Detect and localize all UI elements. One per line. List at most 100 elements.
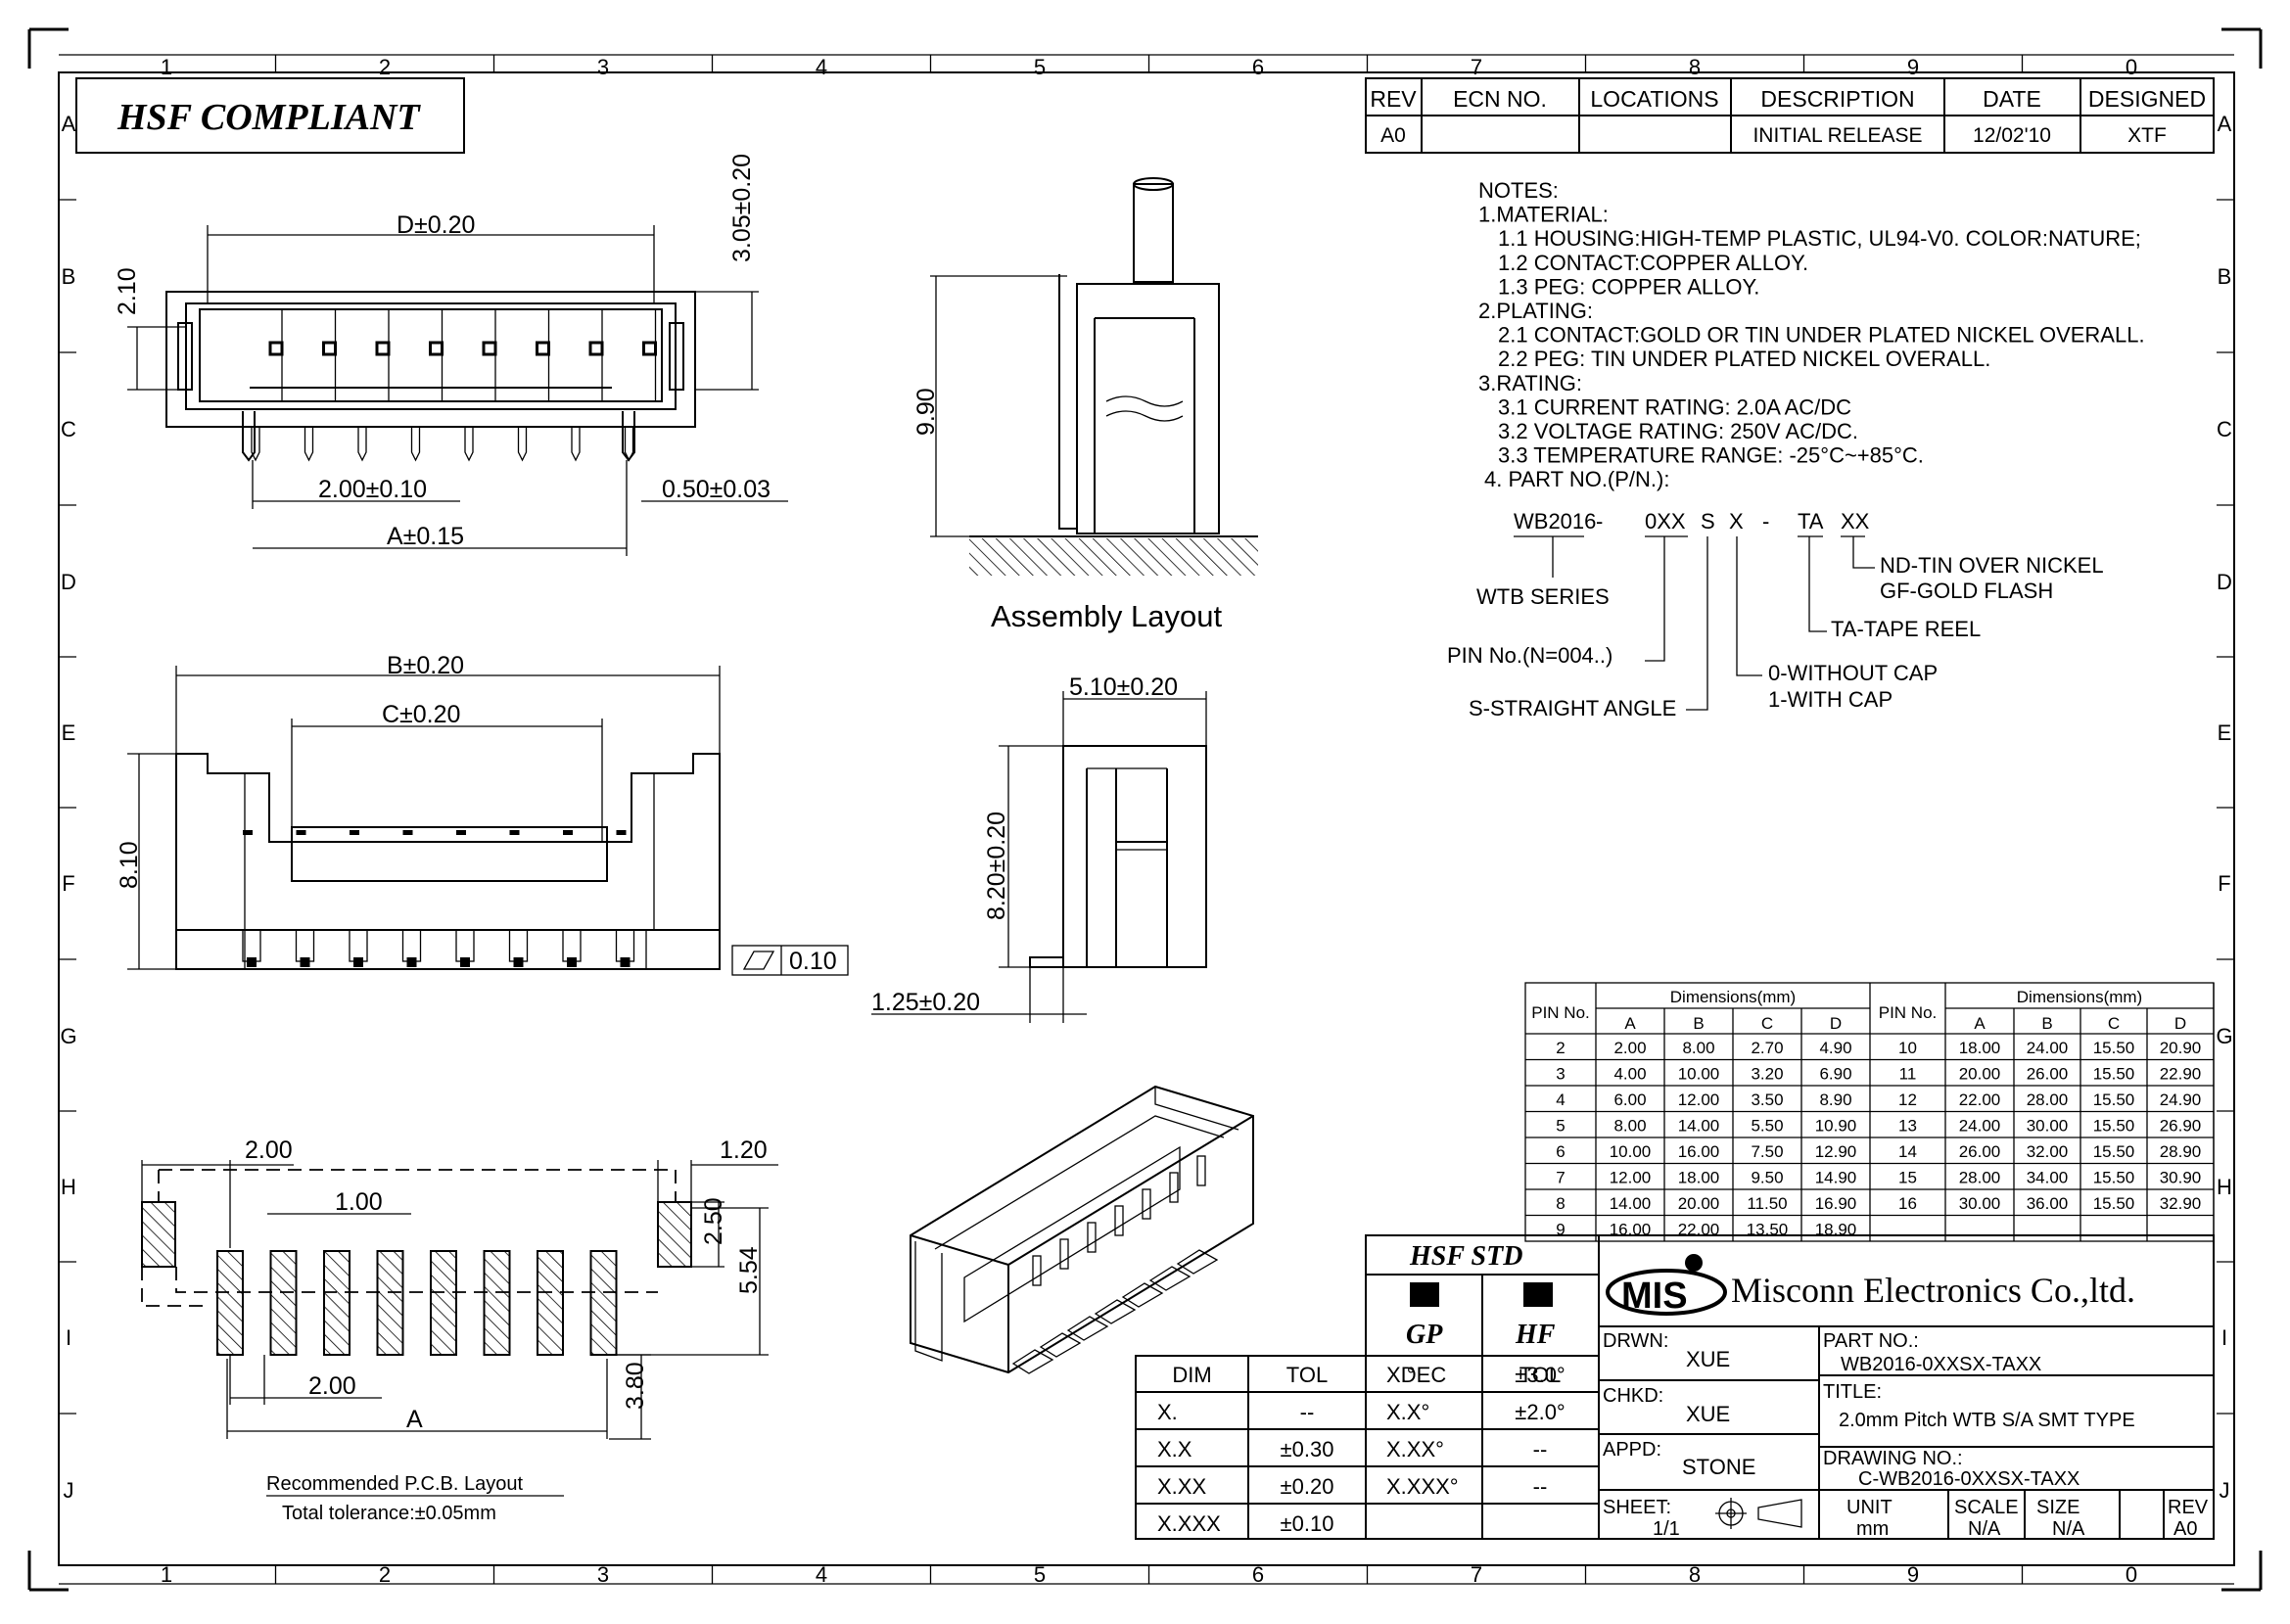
dim-table-pin-header: PIN No.: [1879, 1003, 1938, 1022]
rev-cell: XTF: [2127, 124, 2167, 147]
assembly-layout: 9.90 Assembly Layout: [912, 177, 1258, 633]
dim-table-cell: 22.00: [1678, 1221, 1720, 1239]
pcb-pad: [376, 1250, 404, 1356]
drawing-no-label: DRAWING NO.:: [1823, 1448, 1963, 1469]
dim-side-width: 5.10±0.20: [1069, 673, 1178, 701]
pin-leg: [464, 427, 474, 462]
column-label-bottom: 1: [161, 1562, 172, 1587]
note-line: 2.2 PEG: TIN UNDER PLATED NICKEL OVERALL…: [1498, 347, 1990, 371]
dim-table-cell: 10.90: [1815, 1117, 1857, 1136]
iso-smt-lead: [1039, 1332, 1082, 1358]
tol-dim-cell: X.XXX: [1157, 1511, 1221, 1536]
rev-header: ECN NO.: [1453, 86, 1547, 112]
hsf-dec-cell: X.°: [1386, 1363, 1416, 1387]
scale-label: SCALE: [1954, 1497, 2019, 1518]
front-contact-tip: [350, 830, 359, 835]
column-label-bottom: 6: [1252, 1562, 1264, 1587]
assembly-label: Assembly Layout: [991, 599, 1222, 633]
dim-table-col-header: A: [1974, 1014, 1986, 1033]
column-label-top: 6: [1252, 55, 1264, 79]
iso-smt-lead: [1176, 1249, 1219, 1275]
dim-210: 2.10: [114, 267, 141, 315]
dim-table-cell: 34.00: [2027, 1169, 2069, 1187]
dim-table-cell: 18.00: [1959, 1039, 2001, 1057]
pcb-pad: [216, 1250, 244, 1356]
dim-table-cell: 7: [1556, 1169, 1565, 1187]
dim-table-cell: 5.50: [1751, 1117, 1783, 1136]
pin-leg: [517, 427, 528, 462]
dim-table-cell: 15.50: [2093, 1194, 2135, 1213]
dim-table-cell: 4: [1556, 1090, 1565, 1109]
hsf-dec-cell: X.X°: [1386, 1400, 1429, 1424]
dim-table-cell: 14: [1898, 1142, 1917, 1161]
dim-table-cell: 6.90: [1819, 1065, 1851, 1084]
pin-leg: [251, 427, 260, 462]
note-line: 1.2 CONTACT:COPPER ALLOY.: [1498, 251, 1808, 275]
dim-table-cell: 4.00: [1613, 1065, 1646, 1084]
dim-table-cell: 28.00: [1959, 1169, 2001, 1187]
dim-table-cell: 8.00: [1682, 1039, 1714, 1057]
iso-smt-lead: [1066, 1316, 1109, 1341]
note-line: 1.MATERIAL:: [1478, 203, 1609, 227]
front-contact: [401, 929, 422, 962]
pcb-dim-200b: 2.00: [308, 1372, 356, 1400]
dim-table-group-header: Dimensions(mm): [2017, 988, 2142, 1006]
front-contact-foot: [353, 957, 363, 967]
dim-table-group-header: Dimensions(mm): [1670, 988, 1796, 1006]
part-no-label: PART NO.:: [1823, 1330, 1919, 1352]
dim-table-cell: 11: [1899, 1065, 1917, 1084]
hsf-tol-cell: ±2.0°: [1515, 1400, 1565, 1424]
column-label-top: 1: [161, 55, 172, 79]
row-label-right: H: [2217, 1175, 2232, 1199]
front-contact-foot: [620, 957, 631, 967]
dim-table-cell: 26.00: [2027, 1065, 2069, 1084]
dim-table-col-header: D: [2174, 1014, 2186, 1033]
dim-table-cell: 20.00: [1678, 1194, 1720, 1213]
column-label-top: 8: [1689, 55, 1701, 79]
sheet-value: 1/1: [1653, 1518, 1680, 1540]
unit-value: mm: [1856, 1518, 1889, 1540]
dim-d: D±0.20: [397, 211, 475, 239]
note-line: 4. PART NO.(P/N.):: [1484, 467, 1669, 491]
pin-leg: [357, 427, 367, 462]
sheet-label: SHEET:: [1603, 1497, 1671, 1518]
row-label-right: D: [2217, 570, 2232, 594]
pcb-dim-250: 2.50: [700, 1197, 727, 1245]
hsf-gp: GP: [1406, 1320, 1443, 1350]
flatness-value: 0.10: [789, 948, 837, 975]
rev-cell: A0: [1380, 124, 1406, 147]
iso-pin: [1196, 1155, 1206, 1186]
pcb-dim-120: 1.20: [720, 1137, 768, 1164]
iso-smt-lead: [1094, 1299, 1137, 1324]
row-label-right: G: [2216, 1024, 2232, 1048]
dim-table-col-header: A: [1624, 1014, 1636, 1033]
iso-pin: [1169, 1172, 1179, 1203]
rev-header: REV: [1370, 86, 1417, 112]
dim-table-col-header: C: [2108, 1014, 2120, 1033]
dim-table-cell: 16.00: [1678, 1142, 1720, 1161]
peg-right: [622, 411, 635, 462]
row-label-right: C: [2217, 417, 2232, 441]
pcb-pad: [537, 1250, 564, 1356]
pin-leg: [571, 427, 581, 462]
column-label-top: 9: [1907, 55, 1919, 79]
legend-tape: TA-TAPE REEL: [1831, 617, 1981, 641]
front-contact-foot: [300, 957, 310, 967]
hsf-header-dec: DEC: [1401, 1363, 1447, 1387]
title-value: 2.0mm Pitch WTB S/A SMT TYPE: [1839, 1410, 2135, 1431]
column-label-top: 2: [379, 55, 391, 79]
size-value: N/A: [2052, 1518, 2085, 1540]
dim-table-cell: 10.00: [1678, 1065, 1720, 1084]
dim-table-cell: 28.90: [2160, 1142, 2202, 1161]
contact-square: [375, 341, 391, 356]
company-name: Misconn Electronics Co.,ltd.: [1731, 1271, 2135, 1310]
rev-value: A0: [2173, 1518, 2197, 1540]
dim-table-cell: 3.50: [1751, 1090, 1783, 1109]
dim-table-cell: 14.90: [1815, 1169, 1857, 1187]
dim-table-cell: 5: [1556, 1117, 1565, 1136]
